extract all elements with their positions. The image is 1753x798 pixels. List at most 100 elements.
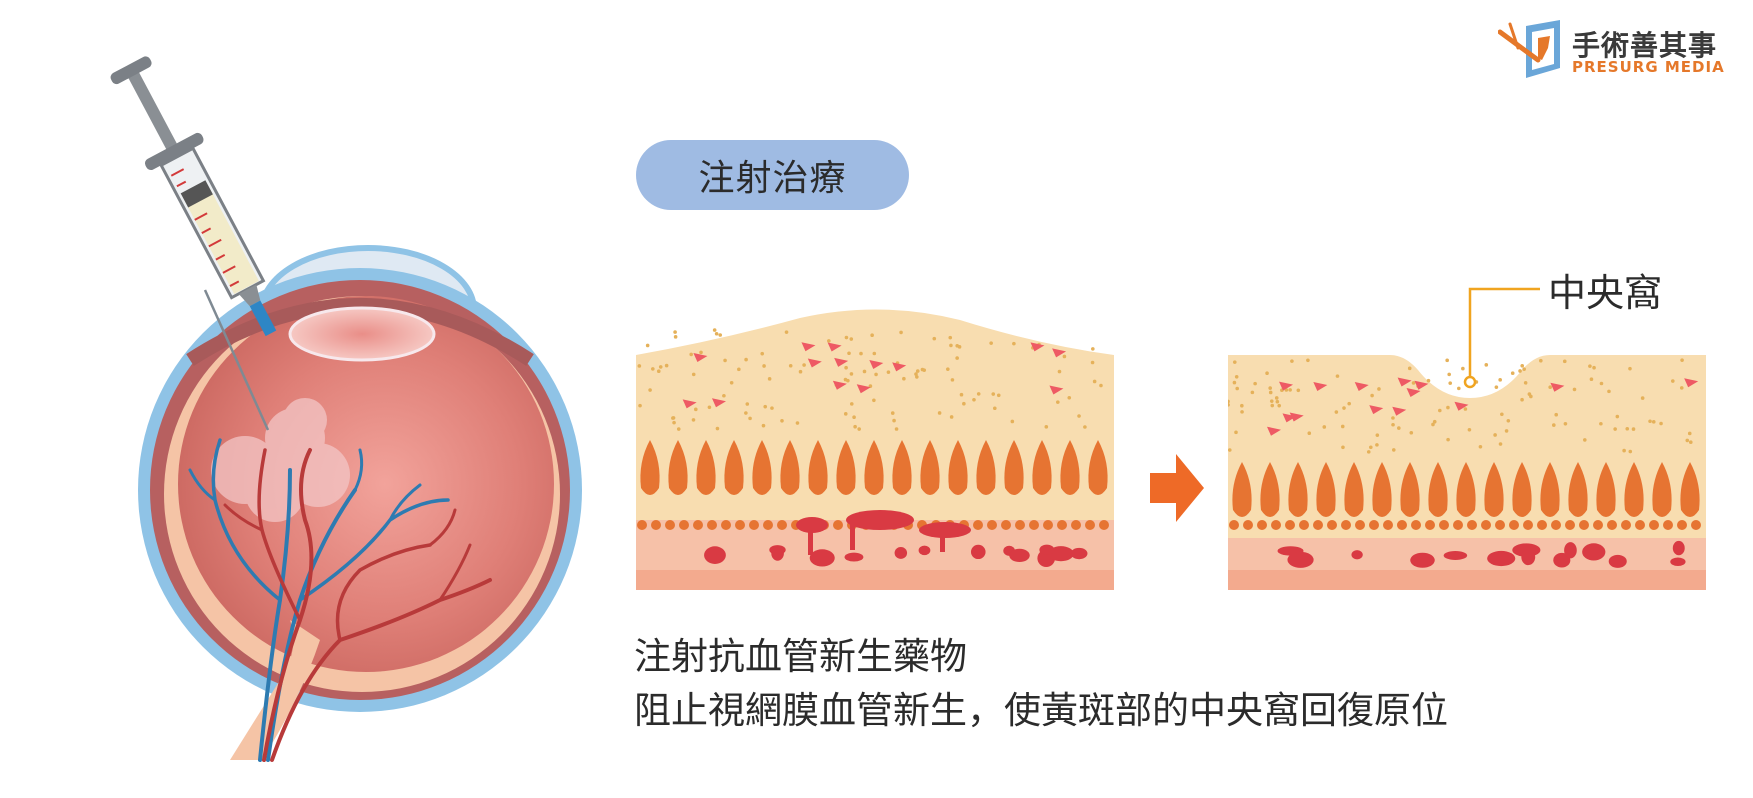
photoreceptor-cell — [1652, 462, 1672, 517]
blood-cell — [704, 546, 726, 564]
texture-dot — [1640, 396, 1645, 400]
texture-dot — [1306, 358, 1310, 363]
photoreceptor-cell — [1372, 462, 1392, 517]
texture-dot — [1409, 430, 1414, 435]
pigment-bead — [693, 520, 703, 530]
photoreceptor-cell — [1484, 462, 1504, 517]
pigment-bead — [1257, 520, 1267, 530]
texture-dot — [691, 372, 696, 377]
texture-dot — [671, 416, 675, 420]
texture-dot — [1518, 369, 1522, 373]
cell-fragment — [807, 358, 822, 368]
pigment-bead — [707, 520, 717, 530]
pigment-bead — [1071, 520, 1081, 530]
vitreous-globe — [178, 296, 554, 672]
blood-cell — [809, 549, 835, 567]
texture-dot — [1228, 399, 1230, 404]
pigment-bead — [1397, 520, 1407, 530]
caption-line-1: 注射抗血管新生藥物 — [634, 635, 967, 678]
optic-nerve — [230, 620, 320, 760]
pigment-bead — [1425, 520, 1435, 530]
texture-dot — [744, 357, 748, 362]
blood-cell — [1564, 542, 1577, 559]
texture-dot — [1631, 427, 1636, 431]
pigment-bead — [1085, 520, 1095, 530]
cell-fragment — [693, 353, 708, 363]
photoreceptor-cell — [808, 440, 828, 495]
texture-dot — [1457, 386, 1461, 391]
cell-fragment — [1313, 382, 1328, 392]
texture-dot — [1671, 379, 1675, 383]
texture-dot — [1447, 372, 1451, 377]
texture-dot — [656, 369, 661, 374]
cell-fragment — [711, 398, 726, 408]
pigment-bead — [1495, 520, 1505, 530]
texture-dot — [1366, 450, 1371, 454]
texture-dot — [1253, 381, 1257, 386]
blood-cell — [1009, 548, 1030, 563]
photoreceptor-cell — [1232, 462, 1252, 517]
texture-dot — [689, 352, 693, 357]
texture-dot — [874, 372, 878, 377]
texture-dot — [1234, 430, 1238, 435]
texture-dot — [1391, 416, 1395, 420]
texture-dot — [1062, 354, 1067, 359]
photoreceptor-cell — [1596, 462, 1616, 517]
texture-dot — [1274, 396, 1279, 400]
texture-dot — [1680, 358, 1684, 362]
texture-dot — [955, 356, 959, 360]
blood-cell — [1287, 551, 1314, 568]
texture-dot — [843, 377, 848, 382]
blood-cell — [1410, 552, 1435, 568]
texture-dot — [1341, 445, 1345, 450]
texture-dot — [1334, 410, 1339, 414]
texture-dot — [849, 372, 854, 376]
texture-dot — [1607, 389, 1611, 394]
cell-fragment — [682, 399, 697, 409]
pigment-bead — [987, 520, 997, 530]
pigment-bead — [1509, 520, 1519, 530]
texture-dot — [1232, 360, 1237, 364]
texture-dot — [1522, 367, 1526, 371]
texture-dot — [1523, 381, 1528, 385]
caption-line-2: 阻止視網膜血管新生，使黃斑部的中央窩回復原位 — [634, 689, 1448, 732]
texture-dot — [761, 423, 766, 428]
photoreceptor-cell — [1004, 440, 1024, 495]
texture-dot — [1228, 403, 1230, 407]
texture-dot — [1588, 364, 1592, 368]
texture-dot — [1010, 419, 1015, 424]
texture-dot — [699, 350, 703, 355]
texture-dot — [1446, 405, 1450, 410]
photoreceptor-cell — [1260, 462, 1280, 517]
photoreceptor-cell — [1060, 440, 1080, 495]
texture-dot — [853, 424, 857, 429]
pigment-bead — [1467, 520, 1477, 530]
photoreceptor-cell — [836, 440, 856, 495]
photoreceptor-cell — [864, 440, 884, 495]
pigment-bead — [1607, 520, 1617, 530]
texture-dot — [992, 406, 997, 411]
treatment-title-pill: 注射治療 — [636, 140, 909, 210]
lens — [288, 306, 436, 362]
photoreceptor-cell — [668, 440, 688, 495]
texture-dot — [723, 358, 727, 363]
texture-dot — [1599, 381, 1604, 386]
texture-dot — [691, 418, 696, 422]
pigment-bead — [1453, 520, 1463, 530]
photoreceptor-cell — [1568, 462, 1588, 517]
texture-dot — [937, 411, 942, 415]
texture-dot — [1296, 388, 1301, 393]
photoreceptor-cell — [640, 440, 660, 495]
texture-dot — [1622, 448, 1626, 453]
texture-dot — [1461, 366, 1465, 371]
texture-dot — [962, 401, 966, 406]
texture-dot — [844, 335, 849, 340]
texture-dot — [1370, 393, 1374, 398]
texture-dot — [1494, 385, 1499, 389]
blood-cell — [1670, 557, 1686, 567]
texture-dot — [1529, 394, 1533, 399]
texture-dot — [712, 328, 717, 332]
pigment-bead — [1579, 520, 1589, 530]
texture-dot — [1091, 347, 1095, 351]
photoreceptor-cell — [752, 440, 772, 495]
